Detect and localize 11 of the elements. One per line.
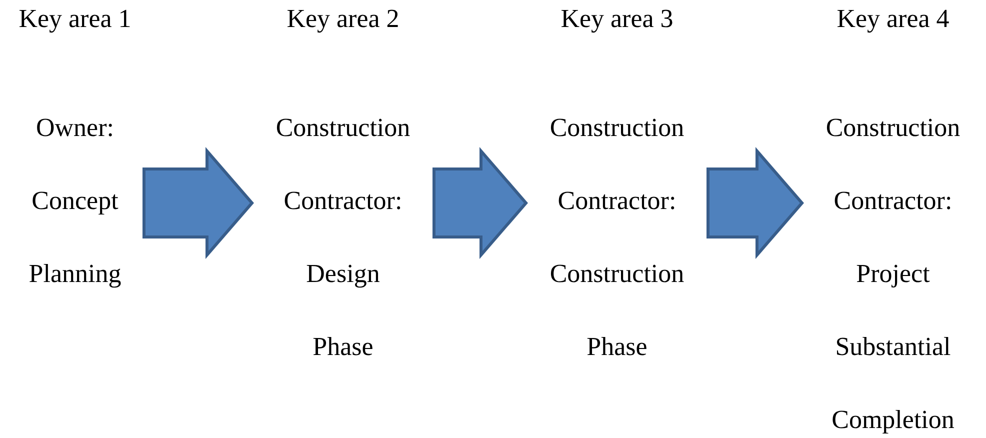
column-text: Owner: Concept Planning: [28, 112, 122, 290]
column-text: Construction Contractor: Design Phase: [274, 112, 412, 363]
block-arrow: [706, 146, 804, 260]
column-heading: Key area 2: [286, 4, 400, 34]
column-heading: Key area 3: [560, 4, 674, 34]
block-arrow: [142, 146, 254, 260]
block-arrow: [432, 146, 528, 260]
column-heading: Key area 4: [836, 4, 950, 34]
column-text: Construction Contractor: Project Substantial Completion: [824, 112, 962, 436]
column-text: Construction Contractor: Construction Phase: [548, 112, 686, 363]
column-heading: Key area 1: [18, 4, 132, 34]
